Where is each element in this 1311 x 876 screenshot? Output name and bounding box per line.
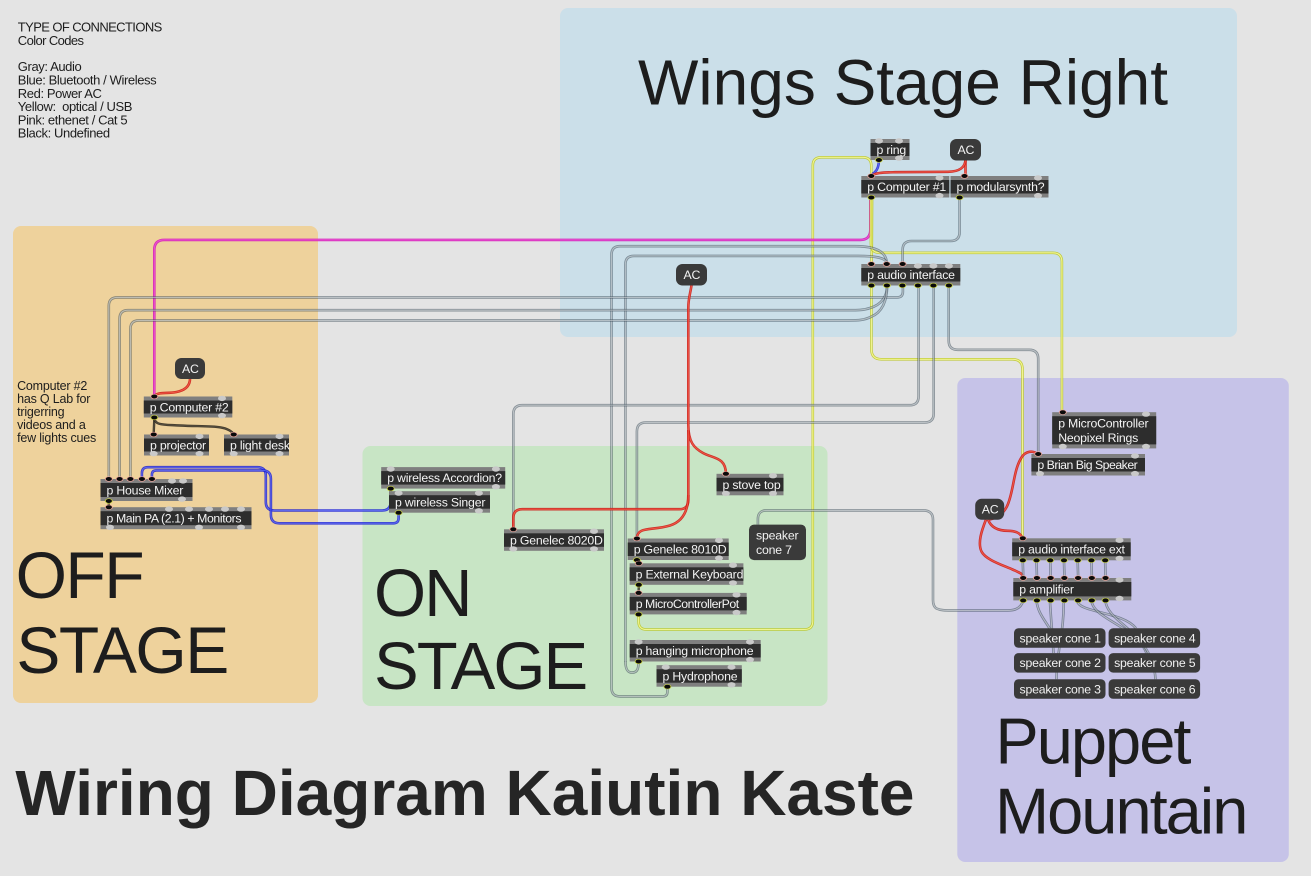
svg-text:p wireless Singer: p wireless Singer xyxy=(395,495,485,509)
svg-text:speaker cone 6: speaker cone 6 xyxy=(1114,682,1196,696)
svg-text:speaker cone 2: speaker cone 2 xyxy=(1020,656,1102,670)
svg-text:has Q Lab for: has Q Lab for xyxy=(17,392,90,406)
svg-text:p wireless Accordion?: p wireless Accordion? xyxy=(387,471,502,485)
svg-text:Puppet: Puppet xyxy=(995,704,1191,777)
svg-text:p Genelec 8020D: p Genelec 8020D xyxy=(510,533,603,547)
svg-text:Wiring Diagram Kaiutin Kaste: Wiring Diagram Kaiutin Kaste xyxy=(15,757,914,829)
svg-text:Gray: Audio: Gray: Audio xyxy=(18,59,82,74)
svg-text:AC: AC xyxy=(958,143,975,157)
svg-text:p stove top: p stove top xyxy=(723,478,781,492)
svg-text:Mountain: Mountain xyxy=(995,775,1246,848)
svg-text:p Hydrophone: p Hydrophone xyxy=(663,669,738,683)
svg-text:Blue: Bluetooth / Wireless: Blue: Bluetooth / Wireless xyxy=(18,73,157,88)
svg-text:Yellow: optical / USB: Yellow: optical / USB xyxy=(18,99,132,114)
svg-text:Black: Undefined: Black: Undefined xyxy=(18,126,110,141)
svg-text:speaker cone 4: speaker cone 4 xyxy=(1114,631,1196,645)
svg-text:AC: AC xyxy=(684,268,701,282)
svg-text:p Brian Big Speaker: p Brian Big Speaker xyxy=(1037,458,1137,472)
svg-text:p Computer #1: p Computer #1 xyxy=(867,180,946,194)
svg-text:few lights cues: few lights cues xyxy=(17,431,96,445)
svg-text:OFF: OFF xyxy=(16,538,143,612)
svg-text:Color Codes: Color Codes xyxy=(18,33,85,48)
svg-text:p audio interface: p audio interface xyxy=(867,268,955,282)
svg-text:speaker cone 3: speaker cone 3 xyxy=(1020,682,1102,696)
svg-text:speaker cone 1: speaker cone 1 xyxy=(1020,631,1102,645)
svg-text:trigerring: trigerring xyxy=(17,405,65,419)
svg-text:p hanging microphone: p hanging microphone xyxy=(636,644,754,658)
svg-text:speaker cone 5: speaker cone 5 xyxy=(1114,656,1196,670)
svg-text:Computer #2: Computer #2 xyxy=(17,379,87,393)
svg-text:p Computer #2: p Computer #2 xyxy=(150,400,229,414)
svg-text:p Genelec 8010D: p Genelec 8010D xyxy=(634,543,727,557)
svg-text:p MicroController: p MicroController xyxy=(1058,416,1148,430)
svg-text:p Main PA (2.1) + Monitors: p Main PA (2.1) + Monitors xyxy=(107,512,242,526)
svg-text:p amplifier: p amplifier xyxy=(1019,583,1074,597)
svg-text:p projector: p projector xyxy=(150,438,206,452)
svg-text:cone 7: cone 7 xyxy=(756,543,792,557)
svg-text:Wings Stage Right: Wings Stage Right xyxy=(638,46,1168,118)
svg-text:STAGE: STAGE xyxy=(16,613,227,687)
svg-text:TYPE OF CONNECTIONS: TYPE OF CONNECTIONS xyxy=(18,20,163,35)
svg-text:p House Mixer: p House Mixer xyxy=(107,483,184,497)
svg-text:speaker: speaker xyxy=(756,528,798,542)
svg-text:p External Keyboard: p External Keyboard xyxy=(636,567,744,581)
svg-text:p light desk: p light desk xyxy=(230,438,291,452)
svg-text:Pink: ethenet / Cat 5: Pink: ethenet / Cat 5 xyxy=(18,112,128,127)
svg-text:AC: AC xyxy=(182,362,199,376)
svg-text:ON: ON xyxy=(374,556,471,631)
svg-text:videos and a: videos and a xyxy=(17,418,86,432)
svg-text:Red: Power AC: Red: Power AC xyxy=(18,86,102,101)
svg-text:STAGE: STAGE xyxy=(374,629,586,704)
svg-text:p modularsynth?: p modularsynth? xyxy=(957,180,1045,194)
svg-text:p ring: p ring xyxy=(877,143,907,157)
svg-text:Neopixel Rings: Neopixel Rings xyxy=(1058,431,1138,445)
svg-text:p MicroControllerPot: p MicroControllerPot xyxy=(636,597,740,611)
svg-text:p audio interface ext: p audio interface ext xyxy=(1018,543,1125,557)
svg-text:AC: AC xyxy=(982,503,999,517)
